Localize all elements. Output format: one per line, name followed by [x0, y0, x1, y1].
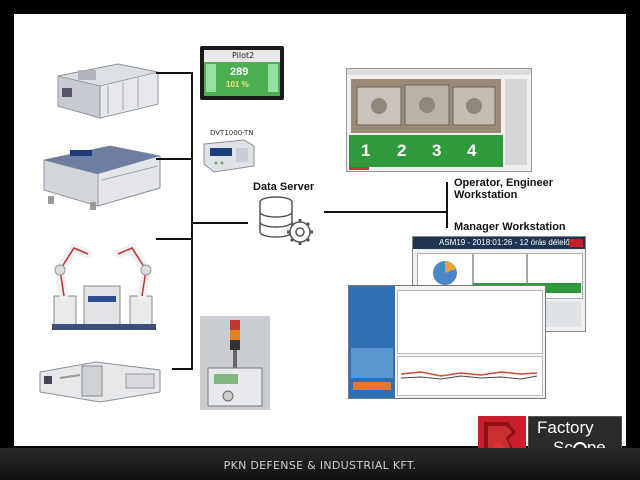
mold-image [351, 79, 501, 133]
operator-button-2: 2 [397, 141, 407, 160]
reflow-oven-image [43, 145, 161, 210]
connector-to-server [192, 222, 248, 224]
operator-button-3: 3 [432, 141, 442, 160]
pie-chart-icon [433, 261, 457, 285]
data-server-label: Data Server [253, 181, 315, 193]
connector-vertical-bus [191, 72, 193, 370]
injection-molding-machine-image [39, 361, 161, 403]
dvt1000-device-image [203, 139, 255, 173]
manager-workstation-label: Manager Workstation [454, 221, 566, 233]
connector-machine-1 [156, 72, 192, 74]
stack-light-image [207, 320, 263, 407]
operator-button-1: 1 [361, 141, 371, 160]
connector-workstations-vertical [446, 182, 448, 228]
operator-workstation-label-line1: Operator, Engineer [454, 177, 554, 189]
operator-workstation-label-line2: Workstation [454, 189, 518, 201]
pilot-value: 289 [230, 66, 249, 78]
operator-workstation-screen: 1 2 3 4 [346, 68, 532, 172]
footer-company-name: PKN DEFENSE & INDUSTRIAL KFT. [223, 459, 417, 472]
manager-workstation-screen-2 [348, 285, 546, 399]
connector-machine-3 [156, 238, 192, 240]
brand-line1: Factory [537, 418, 594, 437]
connector-machine-2 [156, 158, 192, 160]
device-label: DVT1000-TN [210, 129, 254, 137]
pilot-percent: 101 % [226, 80, 249, 89]
pilot-title: Pilot2 [232, 51, 255, 60]
packaging-machine-image [57, 63, 159, 119]
line-chart-icon [401, 371, 537, 380]
operator-button-4: 4 [467, 141, 477, 160]
connector-from-server [324, 211, 448, 213]
manager-screen-header: ASM19 - 2018:01:26 - 12 órás délelőtt [439, 238, 569, 247]
database-gear-icon [259, 196, 313, 245]
connector-machine-4 [172, 368, 192, 370]
footer-bar [0, 448, 640, 480]
pilot-display-tablet: Pilot2 289 101 % [200, 46, 284, 100]
welding-robots-image [52, 242, 156, 330]
